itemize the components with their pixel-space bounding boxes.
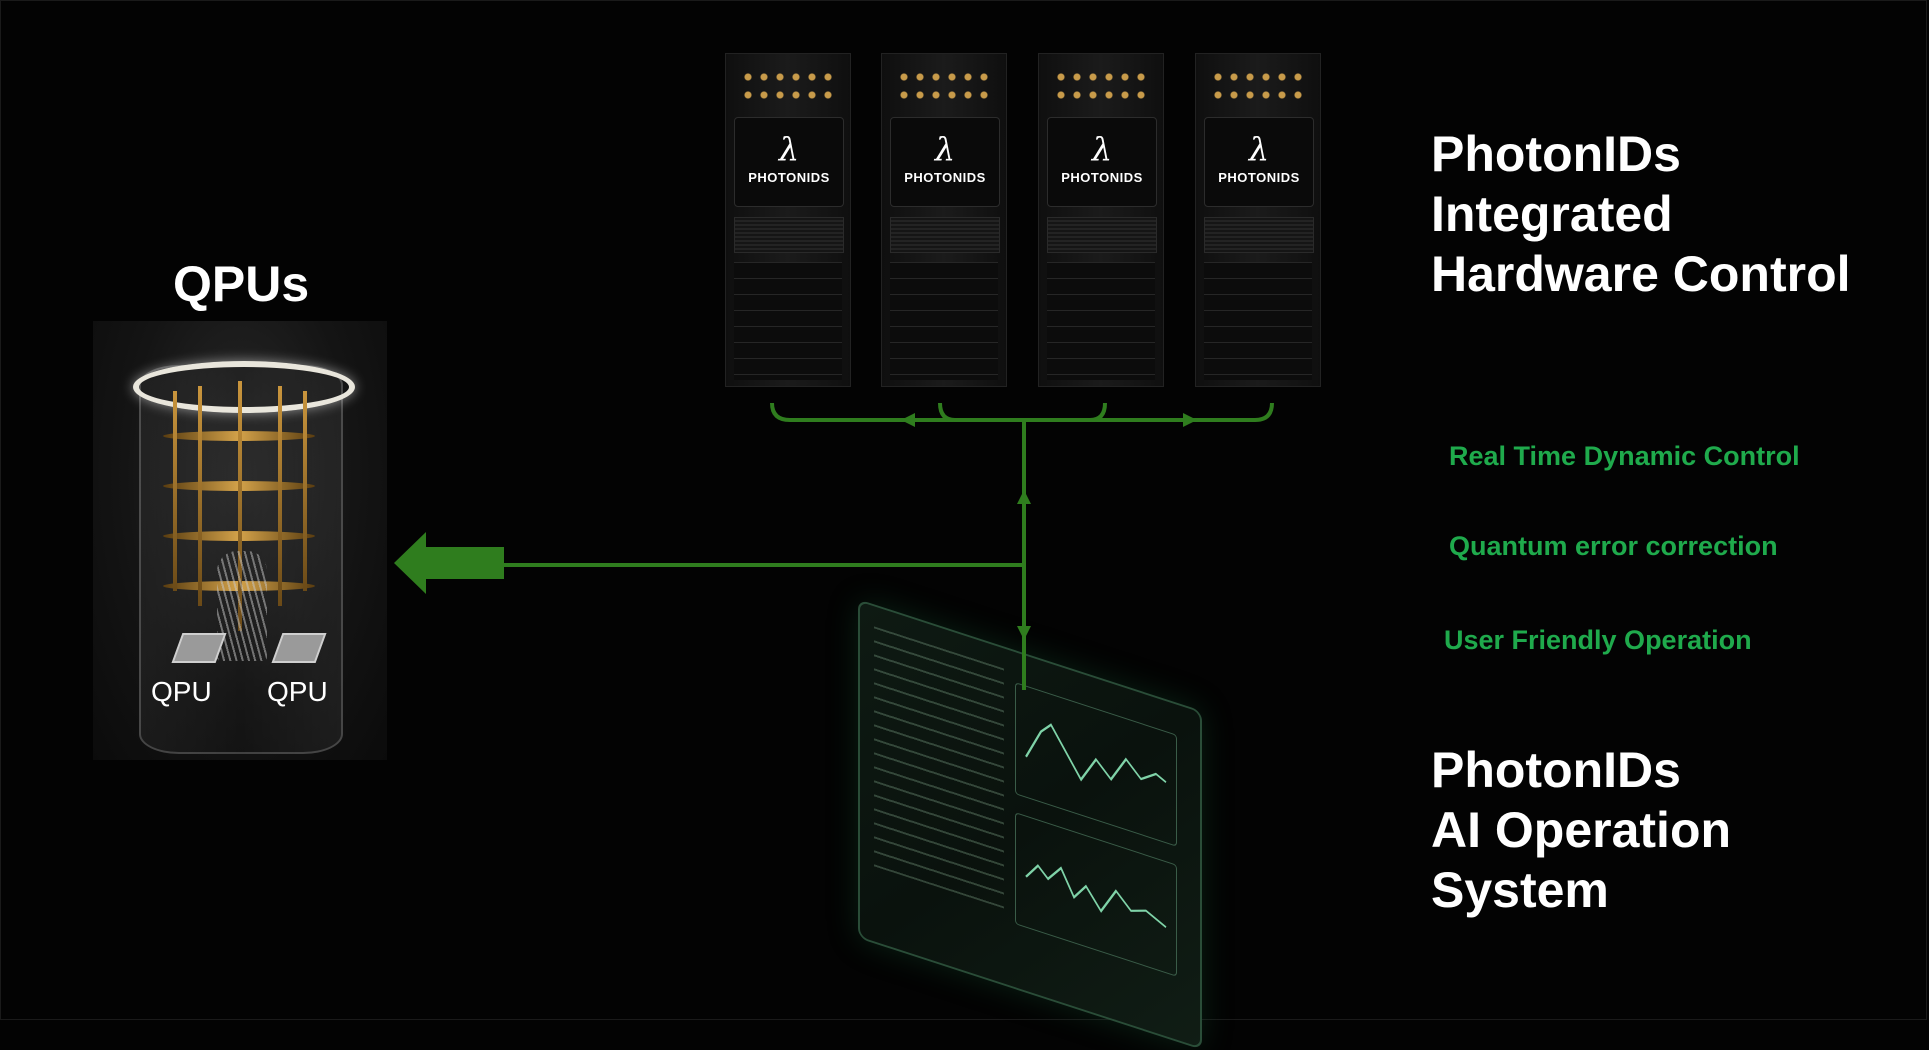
rack-slots — [1047, 262, 1155, 380]
qpus-title: QPUs — [173, 256, 310, 312]
connector-line — [938, 402, 956, 422]
rack-brand: PHOTONIDS — [1061, 170, 1143, 185]
rack-logo-panel: λ PHOTONIDS — [890, 117, 1000, 207]
rack-logo-panel: λ PHOTONIDS — [1047, 117, 1157, 207]
feature-user-friendly: User Friendly Operation — [1444, 625, 1752, 655]
rack-slots — [734, 262, 842, 380]
ai-os-screen — [858, 599, 1202, 1050]
server-rack: λ PHOTONIDS — [725, 53, 851, 387]
rack-connectors — [1210, 68, 1306, 104]
server-rack: λ PHOTONIDS — [1195, 53, 1321, 387]
cryostat-rod — [198, 386, 202, 606]
rack-slots — [890, 262, 998, 380]
title-line: PhotonIDs — [1431, 126, 1681, 182]
rack-vent — [1204, 217, 1314, 253]
cryostat-image: QPU QPU — [93, 321, 387, 760]
feature-realtime-control: Real Time Dynamic Control — [1449, 441, 1800, 471]
title-line: Integrated — [1431, 186, 1673, 242]
title-line: AI Operation — [1431, 802, 1732, 858]
cryostat-top-ring — [133, 361, 355, 413]
rack-brand: PHOTONIDS — [748, 170, 830, 185]
qpu-arrow — [394, 532, 504, 594]
hardware-control-title: PhotonIDs Integrated Hardware Control — [1431, 124, 1851, 304]
cryostat-rod — [173, 391, 177, 591]
connector-line — [770, 402, 1026, 422]
feature-error-correction: Quantum error correction — [1449, 531, 1778, 561]
slide-frame — [0, 0, 1927, 1020]
rack-logo-panel: λ PHOTONIDS — [734, 117, 844, 207]
rack-logo-panel: λ PHOTONIDS — [1204, 117, 1314, 207]
lambda-logo: λ — [1091, 130, 1113, 168]
rack-connectors — [1053, 68, 1149, 104]
server-rack: λ PHOTONIDS — [881, 53, 1007, 387]
server-rack: λ PHOTONIDS — [1038, 53, 1164, 387]
rack-vent — [890, 217, 1000, 253]
rack-connectors — [740, 68, 836, 104]
arrow-up-head — [1017, 490, 1031, 504]
waveform-graph — [1025, 723, 1167, 783]
arrow-right-head — [1183, 413, 1197, 427]
cryostat-rod — [238, 381, 242, 631]
qpu-label-left: QPU — [151, 676, 212, 707]
ai-os-title: PhotonIDs AI Operation System — [1431, 740, 1731, 920]
rack-slots — [1204, 262, 1312, 380]
arrow-down-head — [1017, 626, 1031, 640]
connector-line — [1089, 402, 1107, 422]
rack-brand: PHOTONIDS — [904, 170, 986, 185]
cryostat-rod — [278, 386, 282, 606]
arrow-left-head — [901, 413, 915, 427]
rack-brand: PHOTONIDS — [1218, 170, 1300, 185]
screen-graph — [1015, 682, 1177, 847]
lambda-logo: λ — [1248, 130, 1270, 168]
rack-vent — [734, 217, 844, 253]
connector-lines — [394, 402, 1274, 690]
cryostat-wires — [217, 551, 267, 661]
connector-line — [1026, 402, 1274, 422]
title-line: System — [1431, 862, 1609, 918]
qpu-label-right: QPU — [267, 676, 328, 707]
screen-graph — [1015, 812, 1177, 977]
rack-vent — [1047, 217, 1157, 253]
rack-connectors — [896, 68, 992, 104]
title-line: Hardware Control — [1431, 246, 1851, 302]
lambda-logo: λ — [934, 130, 956, 168]
lambda-logo: λ — [778, 130, 800, 168]
title-line: PhotonIDs — [1431, 742, 1681, 798]
waveform-graph — [1025, 864, 1167, 928]
cryostat-rod — [303, 391, 307, 591]
